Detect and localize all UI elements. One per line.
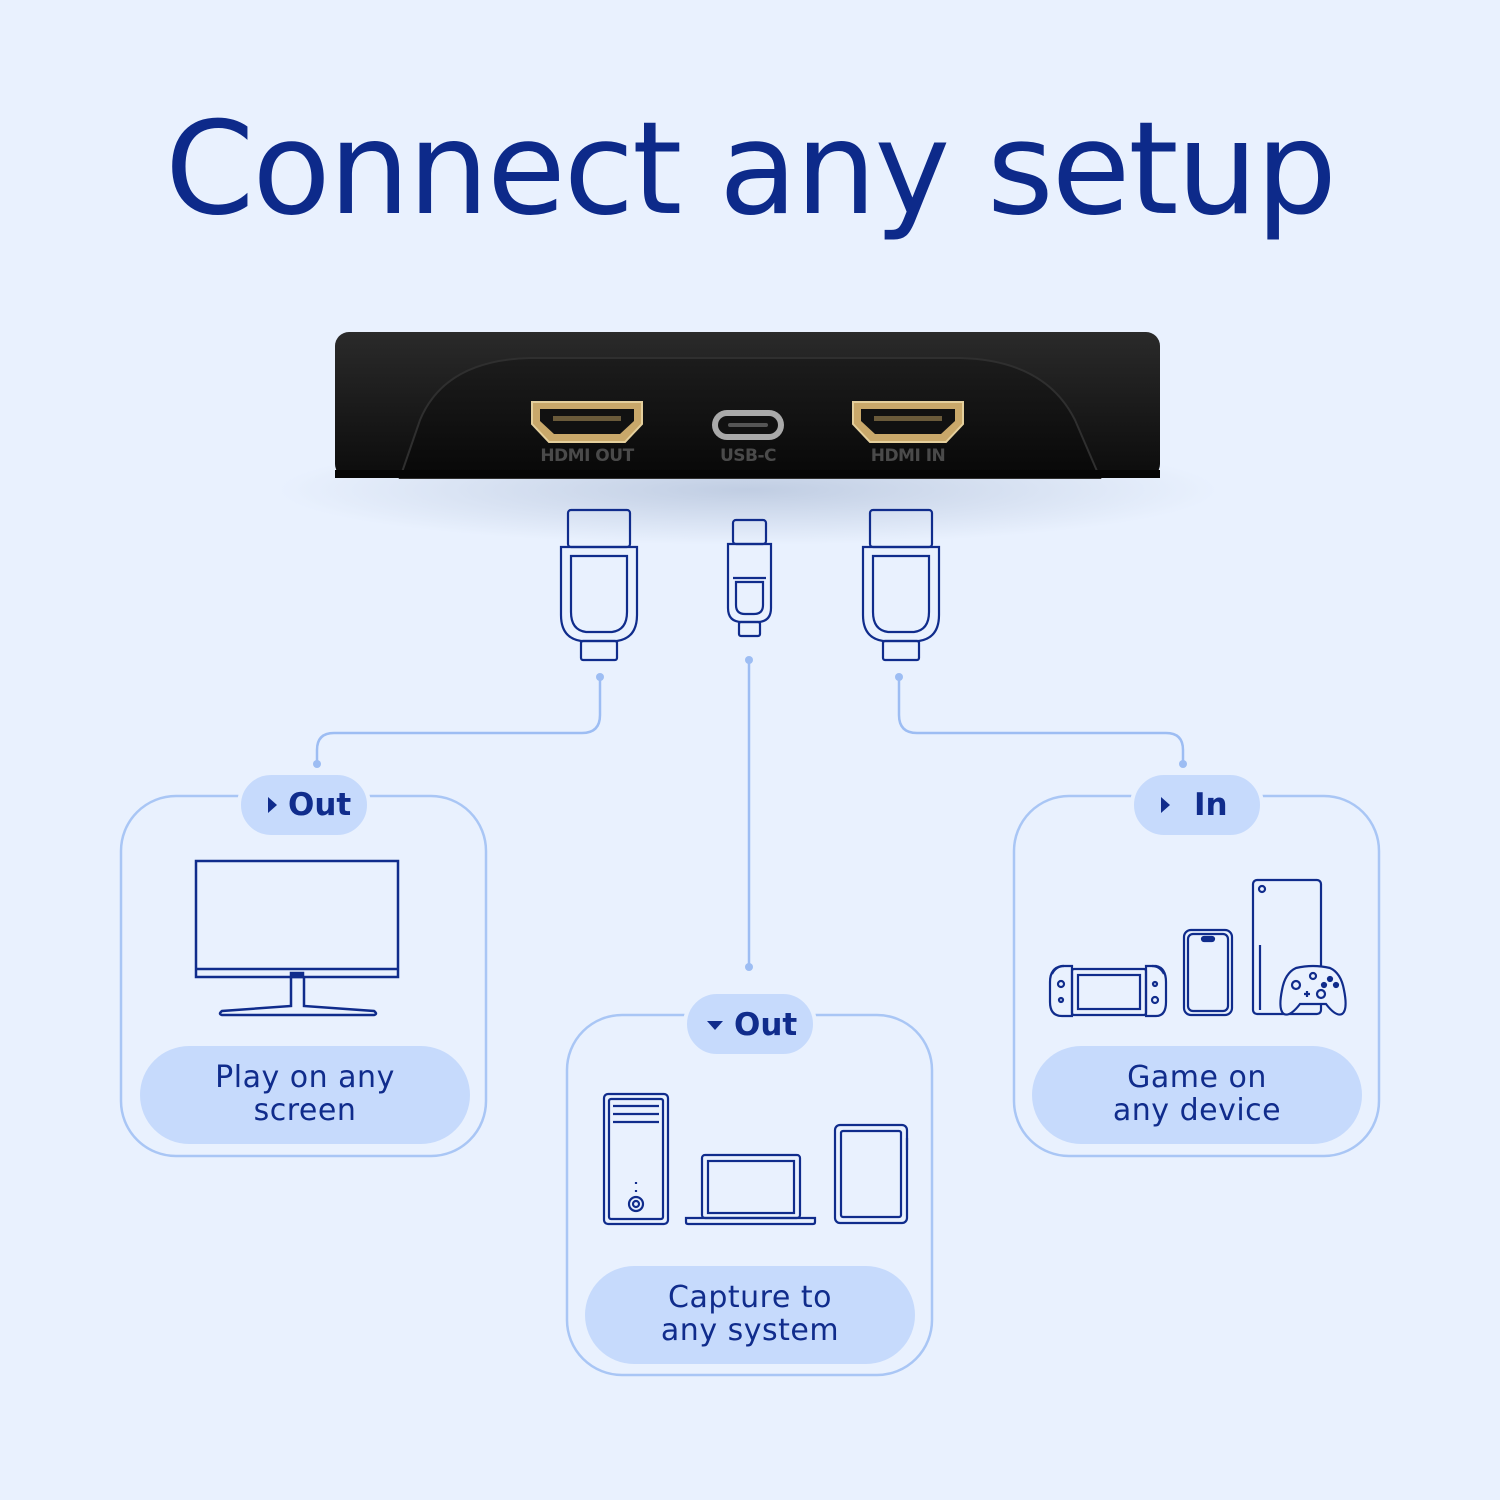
desktop-tower-icon xyxy=(602,1092,670,1226)
hdmi-cable-icon xyxy=(861,508,941,662)
card-caption: Capture to any system xyxy=(660,1280,840,1348)
smartphone-icon xyxy=(1182,928,1234,1017)
laptop-icon xyxy=(684,1153,817,1226)
capture-device xyxy=(335,332,1160,479)
direction-badge-out: Out xyxy=(288,787,352,823)
gamepad-icon xyxy=(1279,964,1347,1016)
hdmi-in-port xyxy=(852,401,964,443)
port-label-usb-c: USB-C xyxy=(719,446,777,466)
hdmi-cable-icon xyxy=(559,508,639,662)
direction-badge-in: In xyxy=(1194,787,1228,823)
hdmi-out-port xyxy=(531,401,643,443)
port-label-hdmi-in: HDMI IN xyxy=(870,446,946,466)
monitor-icon xyxy=(194,859,400,1017)
card-caption: Game on any device xyxy=(1112,1060,1282,1128)
card-play-on-screen xyxy=(119,771,488,1158)
connector-line xyxy=(897,677,1185,764)
card-capture-system xyxy=(565,990,934,1377)
handheld-console-icon xyxy=(1048,964,1168,1018)
connector-line xyxy=(315,677,602,764)
tablet-icon xyxy=(833,1123,909,1225)
usb-c-port xyxy=(712,410,784,440)
page-title: Connect any setup xyxy=(165,95,1337,244)
play-arrow-icon xyxy=(1161,797,1170,813)
down-arrow-icon xyxy=(707,1021,723,1030)
direction-badge-out: Out xyxy=(734,1007,798,1043)
port-label-hdmi-out: HDMI OUT xyxy=(540,446,634,466)
play-arrow-icon xyxy=(268,797,277,813)
card-caption: Play on any screen xyxy=(215,1060,395,1128)
usb-c-cable-icon xyxy=(726,518,773,638)
card-game-device xyxy=(1012,771,1381,1158)
